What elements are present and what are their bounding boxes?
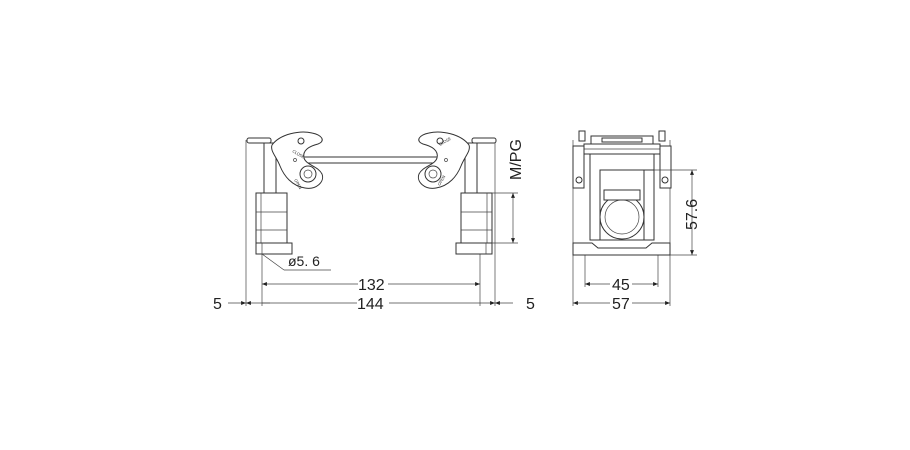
front-view: CLOSE OPEN CLOSE OPEN M/PG ø5. 6 132 144	[213, 131, 535, 313]
dim-57-6: 57.6	[684, 199, 701, 230]
thread-label: M/PG	[508, 139, 525, 180]
dim-132: 132	[358, 277, 385, 294]
dim-5-right: 5	[526, 296, 535, 313]
dim-45: 45	[612, 277, 630, 294]
dim-5-left: 5	[213, 296, 222, 313]
side-view: 57.6 45 57	[572, 130, 701, 313]
left-close-label: CLOSE	[292, 149, 306, 160]
dim-144: 144	[357, 296, 384, 313]
right-open-label: OPEN	[437, 174, 447, 186]
right-close-label: CLOSE	[438, 136, 452, 147]
dim-57: 57	[612, 296, 630, 313]
left-open-label: OPEN	[293, 178, 303, 190]
hole-diameter-label: ø5. 6	[288, 253, 320, 269]
